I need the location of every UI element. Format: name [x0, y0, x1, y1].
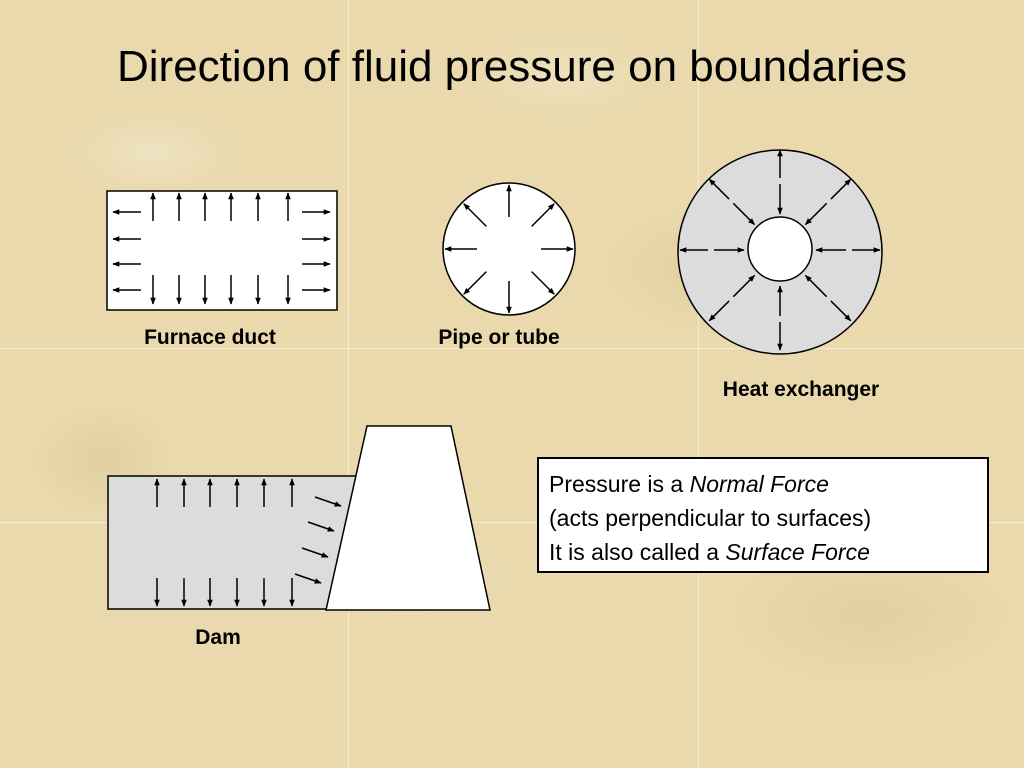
heat-exchanger-arrows [679, 149, 881, 351]
furnace-duct-arrows [112, 192, 331, 305]
dam-arrows [154, 478, 342, 607]
pressure-arrow [463, 271, 487, 295]
info-line-3: It is also called a Surface Force [549, 535, 977, 569]
pressure-arrow [708, 178, 730, 200]
background-seam [348, 0, 349, 768]
info-line-1: Pressure is a Normal Force [549, 467, 977, 501]
furnace-duct-box [106, 190, 338, 311]
heat-exchanger-label: Heat exchanger [722, 378, 880, 401]
background-seam [0, 348, 1024, 349]
dam-diagram [107, 425, 491, 611]
background-seam [0, 522, 1024, 523]
pressure-arrow [307, 521, 335, 532]
slide-title: Direction of fluid pressure on boundarie… [116, 42, 907, 91]
pressure-arrow [531, 203, 555, 227]
info-line-3-text: It is also called a [549, 539, 726, 565]
heat-exchanger-diagram [677, 149, 883, 355]
pressure-arrow [804, 274, 828, 298]
pressure-arrow [301, 547, 329, 558]
pressure-info-box: Pressure is a Normal Force (acts perpend… [537, 457, 989, 573]
heat-exchanger-inner-tube [747, 216, 813, 282]
dam-water-body [107, 475, 359, 610]
pressure-arrow [830, 300, 852, 322]
pressure-arrow [463, 203, 487, 227]
pressure-arrow [294, 573, 322, 584]
info-line-1-text: Pressure is a [549, 471, 690, 497]
surface-force-term: Surface Force [725, 539, 870, 565]
dam-wall [325, 425, 491, 611]
pressure-arrow [708, 300, 730, 322]
pressure-arrow [531, 271, 555, 295]
pipe-label: Pipe or tube [438, 326, 560, 349]
pressure-arrow [314, 496, 342, 507]
furnace-duct-diagram [106, 190, 338, 311]
pressure-arrow [732, 274, 756, 298]
background-seam [698, 0, 699, 768]
pipe-diagram [442, 182, 576, 316]
pressure-arrow [830, 178, 852, 200]
normal-force-term: Normal Force [689, 471, 829, 497]
dam-label: Dam [195, 626, 241, 649]
pressure-arrow [732, 202, 756, 226]
pressure-arrow [804, 202, 828, 226]
pipe-arrows [444, 184, 574, 314]
info-line-2: (acts perpendicular to surfaces) [549, 505, 872, 531]
furnace-duct-label: Furnace duct [144, 326, 276, 349]
